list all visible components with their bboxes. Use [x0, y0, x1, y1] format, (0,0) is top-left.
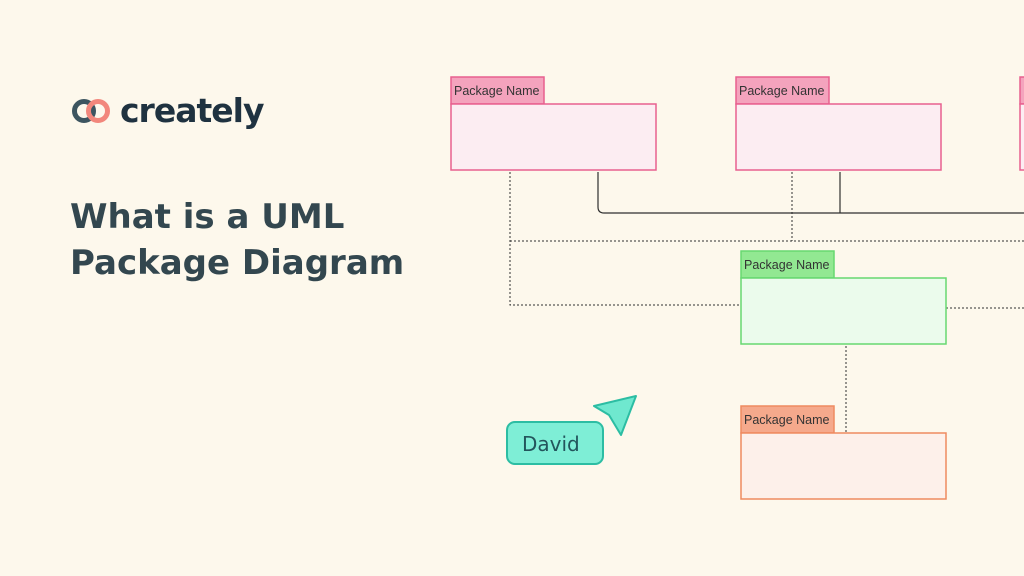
- package-body: [740, 432, 947, 500]
- dependency-line: [509, 172, 741, 306]
- brand-logo: creately: [70, 91, 264, 130]
- package-top-left[interactable]: Package Name: [450, 76, 657, 171]
- package-body: [740, 277, 947, 345]
- package-body: [735, 103, 942, 171]
- package-top-middle[interactable]: Package Name: [735, 76, 942, 171]
- package-tab: [735, 76, 830, 105]
- cursor-name-tag: [506, 421, 604, 465]
- creately-logo-icon: [72, 98, 110, 123]
- association-line: [597, 172, 1024, 214]
- package-body: [450, 103, 657, 171]
- connectors: [509, 172, 1024, 434]
- package-tab: [740, 250, 835, 279]
- package-body: [1019, 103, 1024, 171]
- page-title: What is a UML Package Diagram: [70, 194, 404, 286]
- package-tab: [740, 405, 835, 434]
- package-label: Package Name: [739, 84, 825, 98]
- package-label: Package Name: [744, 258, 830, 272]
- title-line-2: Package Diagram: [70, 243, 405, 283]
- cursor-arrow-icon: [593, 395, 637, 436]
- collaborator-cursor: David: [506, 395, 637, 465]
- package-label: Package Name: [454, 84, 540, 98]
- brand-name: creately: [120, 91, 264, 130]
- package-top-right-partial: [1019, 76, 1024, 171]
- package-label: Package Name: [744, 413, 830, 427]
- title-line-1: What is a UML: [70, 197, 345, 237]
- package-tab: [1019, 76, 1024, 105]
- cursor-user-name: David: [522, 432, 580, 456]
- package-bottom[interactable]: Package Name: [740, 405, 947, 500]
- package-center[interactable]: Package Name: [740, 250, 947, 345]
